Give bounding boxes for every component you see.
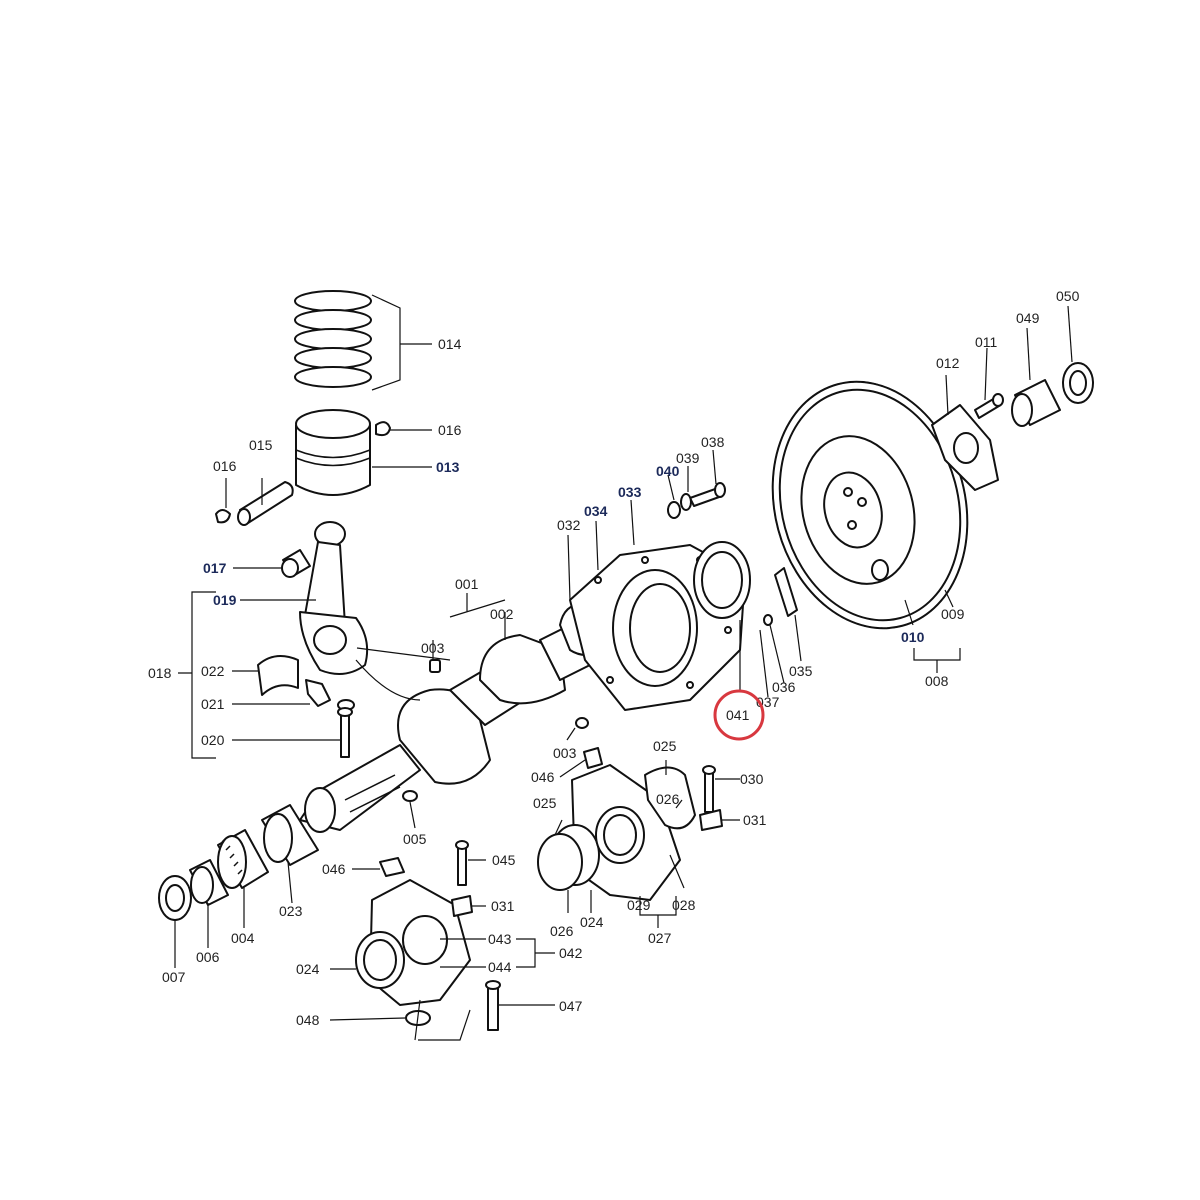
bolt-038 [689,482,726,507]
label-026-right: 026 [656,791,680,807]
label-048: 048 [296,1012,320,1028]
label-003-upper: 003 [421,640,445,656]
label-027: 027 [648,930,672,946]
label-013: 013 [436,459,460,475]
label-046-rear: 046 [531,769,555,785]
label-042: 042 [559,945,583,961]
label-039: 039 [676,450,700,466]
lock-plate-031-front [451,895,473,917]
label-024-rear: 024 [580,914,604,930]
crankshaft [299,603,606,833]
label-046-front: 046 [322,861,346,877]
key-lower [575,717,589,729]
key-upper [429,659,441,673]
label-036: 036 [772,679,796,695]
label-028: 028 [672,897,696,913]
label-038: 038 [701,434,725,450]
label-019: 019 [213,592,237,608]
label-043: 043 [488,931,512,947]
main-bearing-housing-front [355,879,471,1006]
label-049: 049 [1016,310,1040,326]
label-021: 021 [201,696,225,712]
label-004: 004 [231,930,255,946]
label-050: 050 [1056,288,1080,304]
label-010: 010 [901,629,925,645]
label-009: 009 [941,606,965,622]
label-001: 001 [455,576,479,592]
label-031-front: 031 [491,898,515,914]
front-oil-seal [158,875,192,921]
pin-036 [763,614,773,626]
washer-039 [680,493,692,511]
flange-bolt [974,393,1004,419]
label-035: 035 [789,663,813,679]
label-003-lower: 003 [553,745,577,761]
rear-oil-seal [693,541,751,619]
label-023: 023 [279,903,303,919]
label-041: 041 [726,707,750,723]
flywheel [771,380,969,630]
bearing-026 [537,833,583,891]
label-008: 008 [925,673,949,689]
piston-rings [294,290,372,388]
label-025-left: 025 [533,795,557,811]
connecting-rod [299,521,369,675]
label-031-rear: 031 [743,812,767,828]
piston-pin [237,481,294,526]
highlight-circle [713,689,765,741]
label-034: 034 [584,503,608,519]
label-016-left: 016 [213,458,237,474]
label-026-bottom: 026 [550,923,574,939]
front-collar [261,804,319,866]
label-002: 002 [490,606,514,622]
label-015: 015 [249,437,273,453]
label-018: 018 [148,665,172,681]
housing-bolt-045 [455,840,469,886]
collar-small [189,859,229,906]
label-030: 030 [740,771,764,787]
small-end-bushing [281,549,311,578]
label-032: 032 [557,517,581,533]
label-024-front: 024 [296,961,320,977]
label-006: 006 [196,949,220,965]
conrod-nut [305,679,331,707]
conrod-bolt [337,707,353,758]
label-033: 033 [618,484,642,500]
part-number-labels: 014 016 013 015 016 017 019 018 022 021 … [148,288,1080,1028]
label-007: 007 [162,969,186,985]
key-front [402,790,418,802]
label-044: 044 [488,959,512,975]
washer-040 [667,501,681,519]
label-014: 014 [438,336,462,352]
conrod-bearing [257,655,299,696]
label-045: 045 [492,852,516,868]
label-047: 047 [559,998,583,1014]
housing-bolt-047 [485,980,501,1031]
label-011: 011 [975,334,998,350]
pilot-bearing [1011,379,1061,427]
flange-bore [953,432,979,464]
lock-plate-rear [583,747,603,769]
dowel-pin [774,567,798,617]
leader-lines [174,294,1073,1041]
circlip-left [215,509,231,524]
piston [295,409,371,496]
label-029: 029 [627,897,651,913]
oil-seal-050 [1062,362,1094,404]
gasket-025 [644,766,696,830]
lock-plate-031-rear [699,809,723,831]
housing-bolt-030 [702,765,716,813]
label-022: 022 [201,663,225,679]
label-012: 012 [936,355,960,371]
label-025-top: 025 [653,738,677,754]
circlip-right [375,421,391,437]
crank-gear [217,829,269,889]
label-005: 005 [403,831,427,847]
lock-plate-front [379,857,405,877]
label-020: 020 [201,732,225,748]
label-017: 017 [203,560,227,576]
label-016: 016 [438,422,462,438]
label-040: 040 [656,463,680,479]
